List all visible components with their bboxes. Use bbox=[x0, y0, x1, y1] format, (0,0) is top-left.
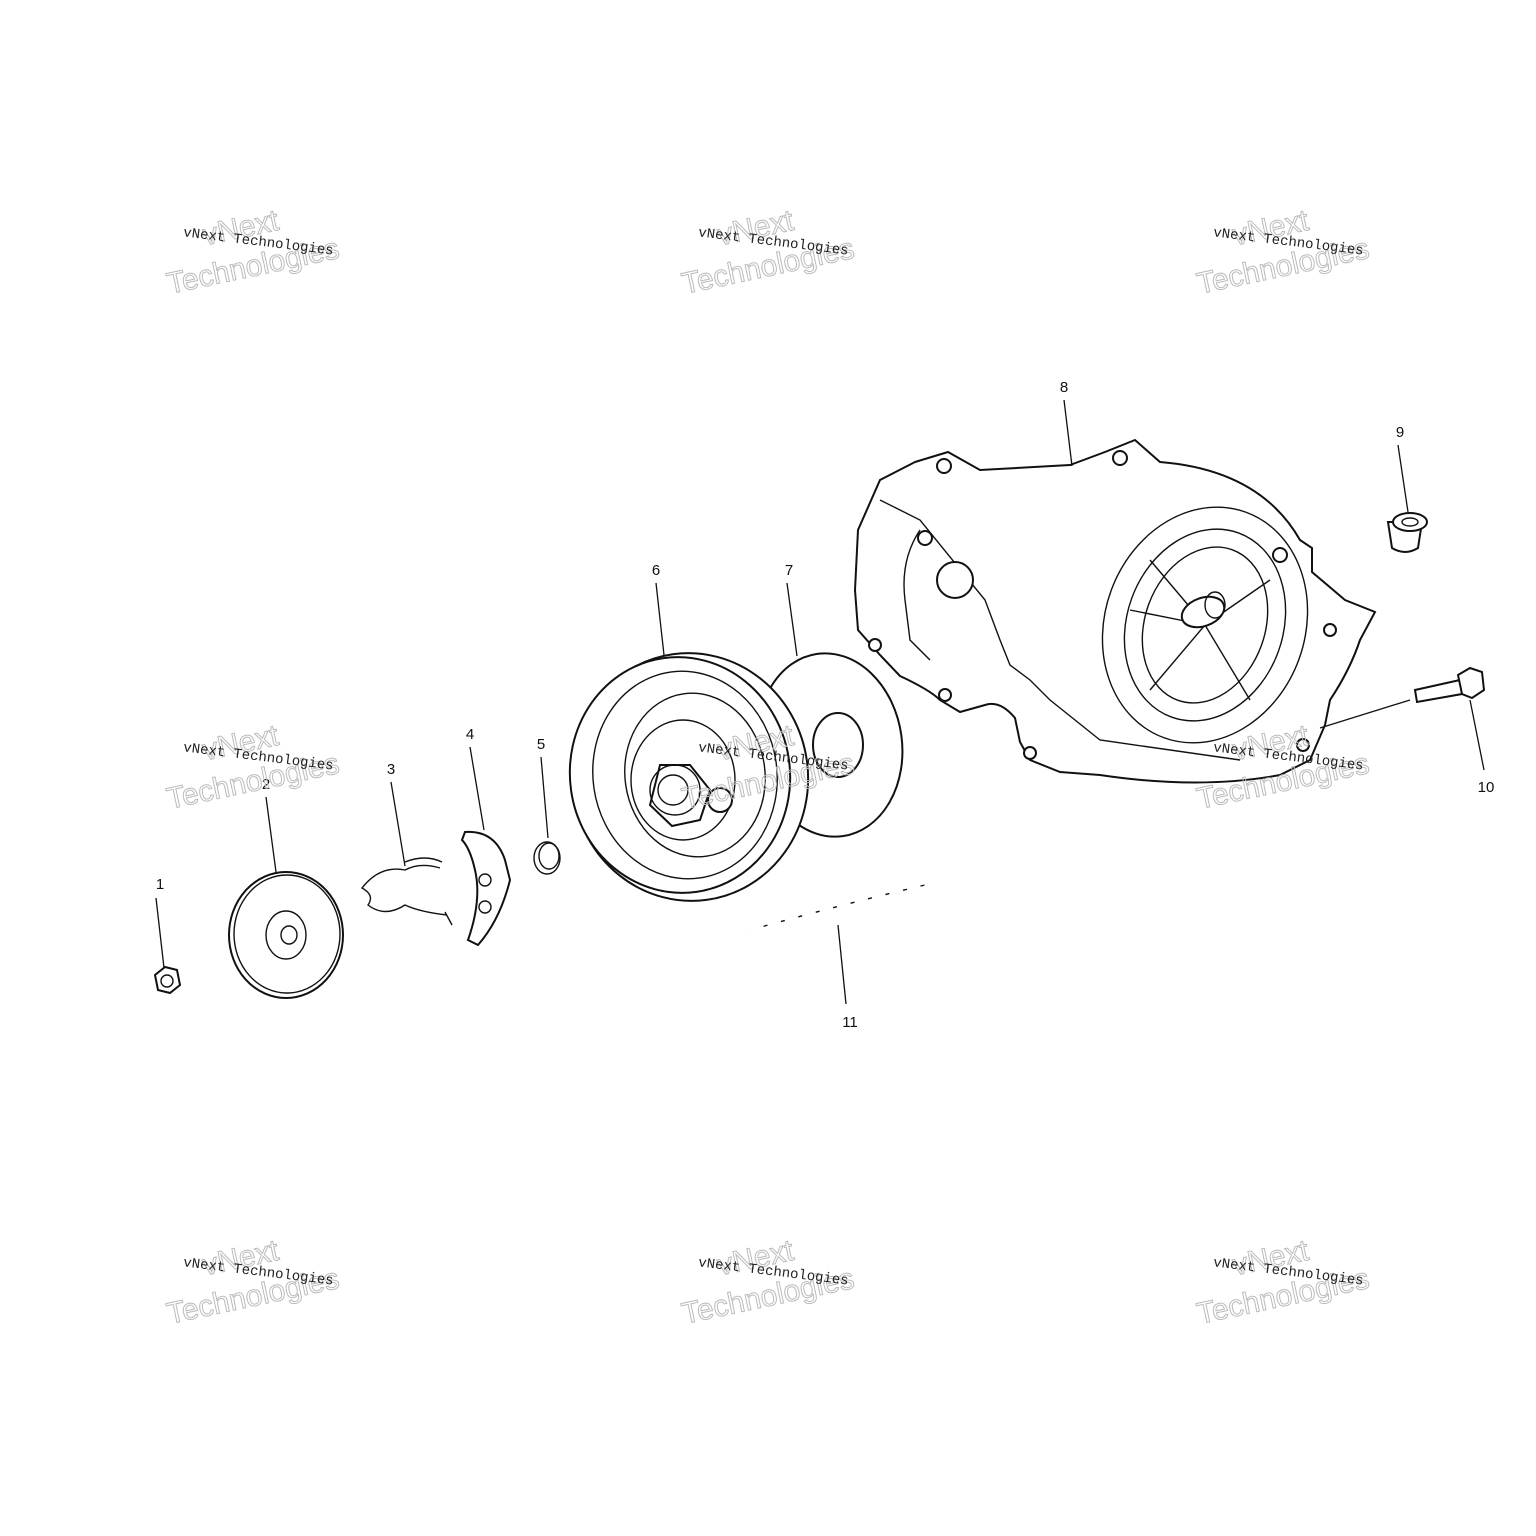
part-2-washer bbox=[228, 871, 344, 999]
part-4-pawl bbox=[460, 830, 512, 947]
callout-7: 7 bbox=[785, 562, 793, 579]
part-8-housing bbox=[853, 438, 1377, 784]
callout-10: 10 bbox=[1478, 779, 1495, 796]
part-10-bolt bbox=[1413, 666, 1486, 704]
callout-9: 9 bbox=[1396, 424, 1404, 441]
callout-2: 2 bbox=[262, 776, 270, 793]
part-5-spring bbox=[533, 841, 561, 875]
callout-5: 5 bbox=[537, 736, 545, 753]
part-1-nut bbox=[153, 965, 182, 995]
callout-6: 6 bbox=[652, 562, 660, 579]
callout-1: 1 bbox=[156, 876, 164, 893]
callout-11: 11 bbox=[842, 1014, 858, 1031]
callout-8: 8 bbox=[1060, 379, 1068, 396]
part-6-pulley bbox=[568, 652, 810, 902]
leader-lines bbox=[155, 399, 1485, 1005]
part-9-bushing bbox=[1386, 512, 1428, 553]
part-3-clip bbox=[360, 857, 453, 926]
part-11-rope bbox=[749, 883, 926, 932]
callout-4: 4 bbox=[466, 726, 474, 743]
callout-3: 3 bbox=[387, 761, 395, 778]
